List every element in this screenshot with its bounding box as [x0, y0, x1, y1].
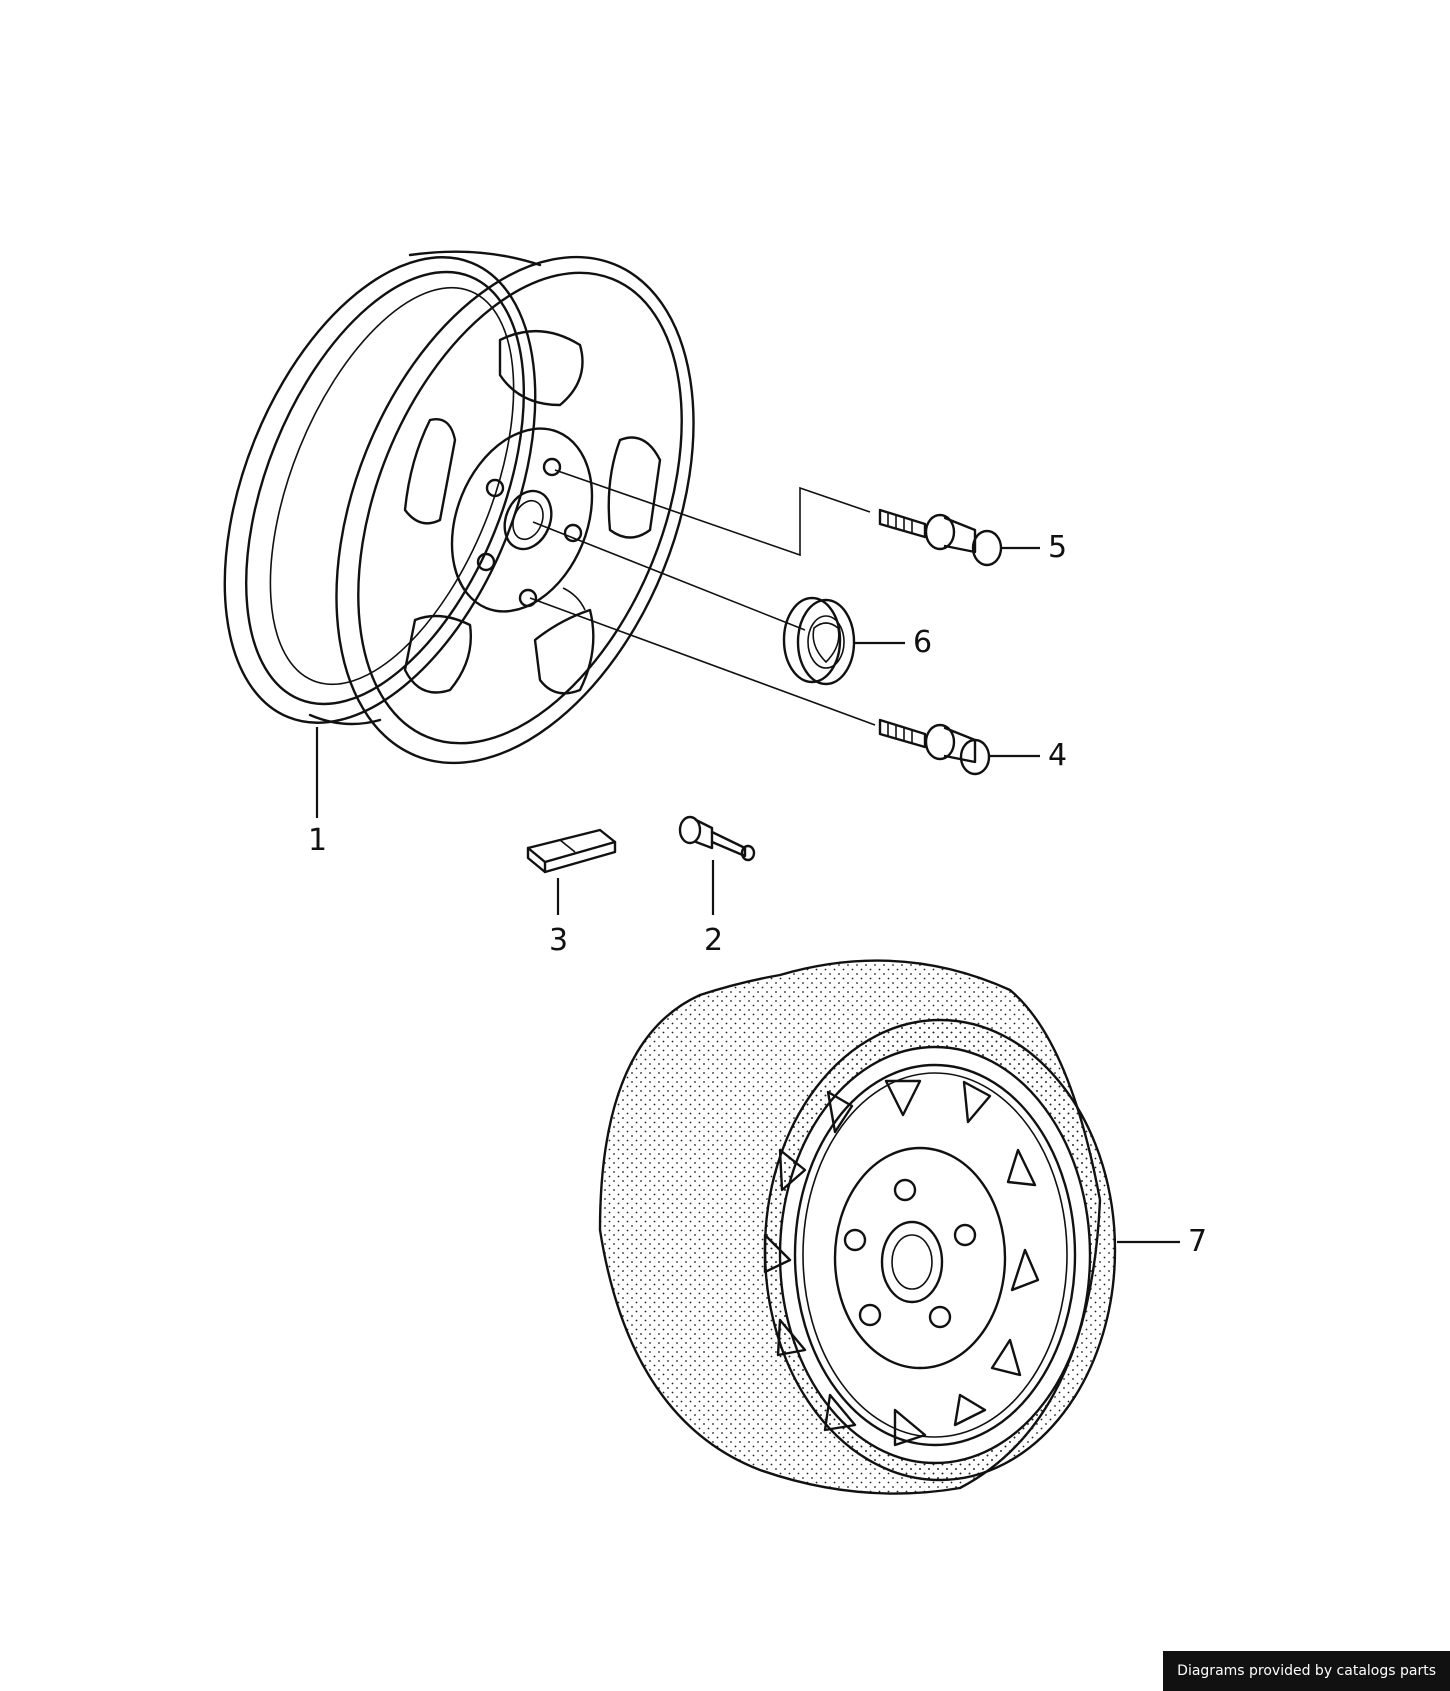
callout-6: 6 — [913, 625, 933, 660]
callout-1: 1 — [308, 823, 328, 858]
part-5-wheel-bolt — [878, 508, 1003, 567]
part-7-spare-wheel — [598, 959, 1117, 1495]
callout-3: 3 — [549, 923, 569, 958]
callout-7: 7 — [1188, 1224, 1208, 1259]
callout-5: 5 — [1048, 530, 1068, 565]
callout-2: 2 — [704, 923, 724, 958]
part-4-wheel-bolt — [878, 718, 991, 776]
assembly-lines — [529, 469, 876, 726]
part-3-balance-weight — [526, 828, 617, 874]
part-6-center-cap — [782, 596, 856, 686]
callout-4: 4 — [1048, 738, 1068, 773]
part-2-tire-valve — [678, 815, 756, 862]
credit-badge: Diagrams provided by catalogs parts — [1163, 1651, 1450, 1691]
callout-leaders — [315, 546, 1180, 1244]
part-1-alloy-wheel — [223, 250, 695, 765]
